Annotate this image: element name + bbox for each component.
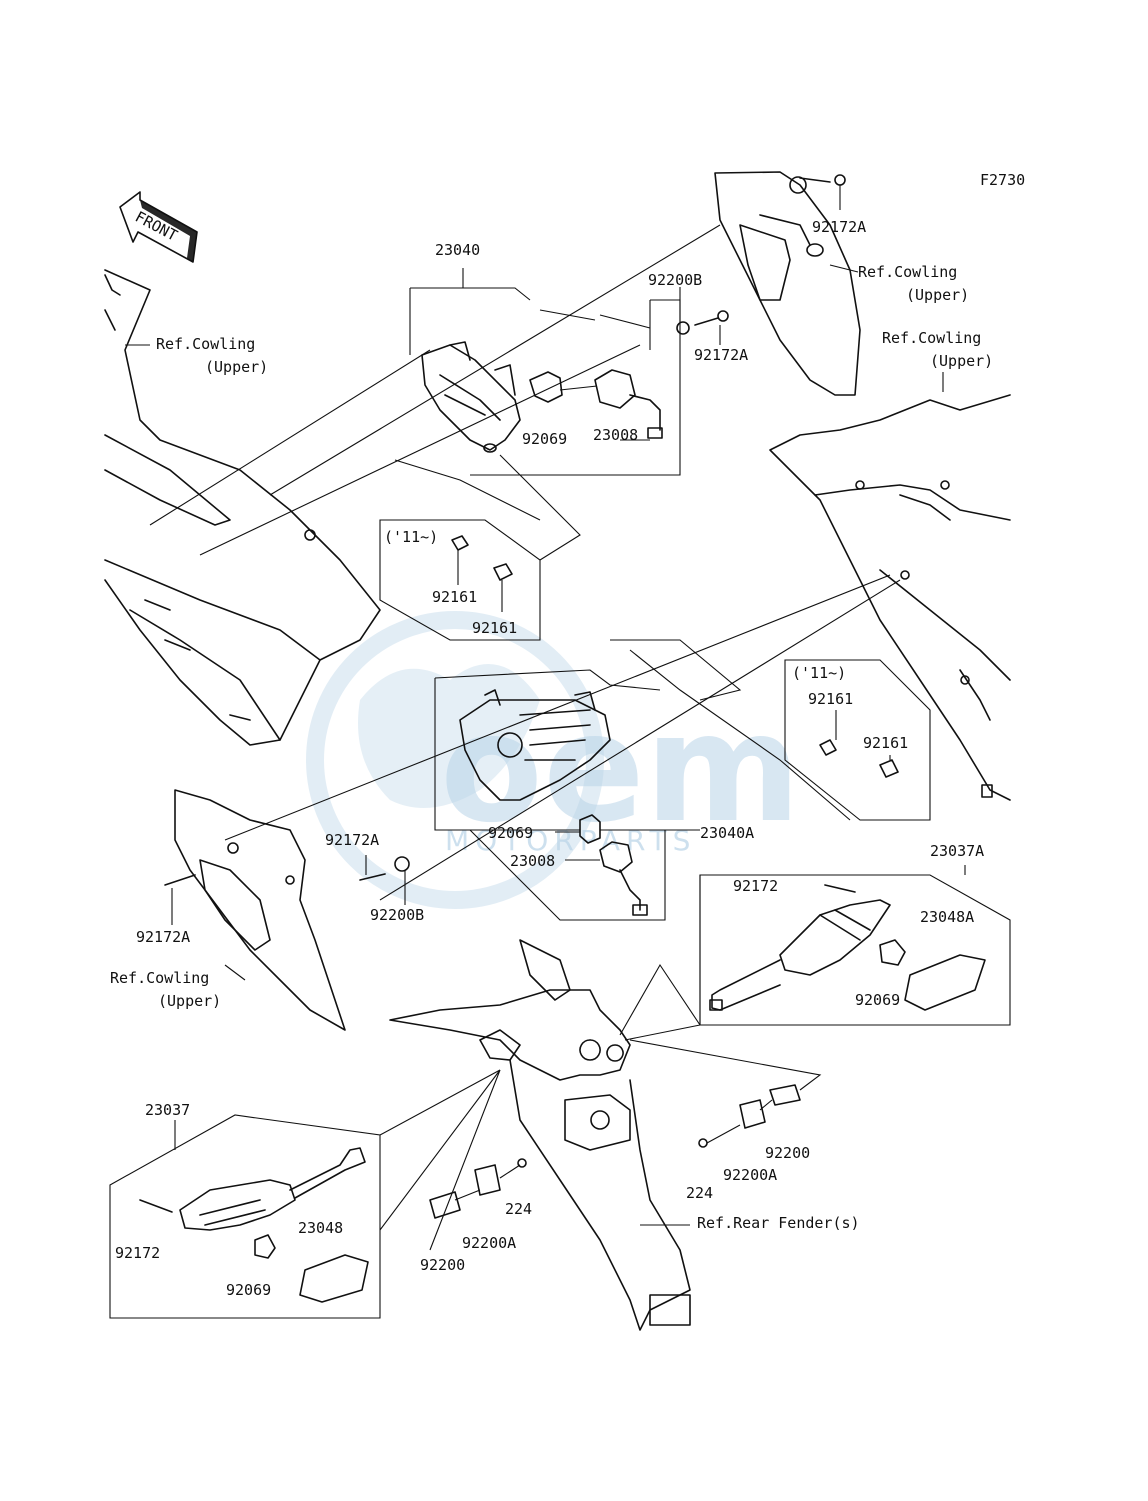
label-92069-right: 92069 (855, 991, 900, 1009)
bottom-left-cowling (174, 789, 346, 1031)
label-23037A: 23037A (930, 842, 984, 860)
bulb-92069-left (254, 1234, 276, 1259)
label-ref-cowling-right-2: (Upper) (930, 352, 993, 370)
left-cowling (104, 269, 381, 746)
label-92172A-top-right: 92172A (812, 218, 866, 236)
box-92161-left (379, 519, 541, 641)
bulb-92069-center (579, 814, 601, 844)
label-ref-cowling-top-2: (Upper) (906, 286, 969, 304)
watermark-globe-icon (306, 611, 604, 909)
plate-92200-left (429, 1191, 461, 1219)
label-92069-top: 92069 (522, 430, 567, 448)
turn-signal-23037 (179, 1147, 366, 1231)
screw-224-right (698, 1138, 708, 1148)
watermark-main: oem (440, 682, 801, 856)
label-92069-left: 92069 (226, 1281, 271, 1299)
label-92161-right-a: 92161 (808, 690, 853, 708)
box-92161-right (784, 659, 931, 821)
screw-92172A-left (164, 874, 196, 886)
label-23048A: 23048A (920, 908, 974, 926)
label-ref-cowling-top: Ref.Cowling (858, 263, 957, 281)
screw-92172A-top (694, 317, 719, 326)
label-23008-top: 23008 (593, 426, 638, 444)
label-92200-left: 92200 (420, 1256, 465, 1274)
label-92200B-center: 92200B (370, 906, 424, 924)
label-ref-cowling-left: Ref.Cowling (156, 335, 255, 353)
front-arrow-icon: FRONT (119, 191, 198, 263)
watermark-sub: MOTORPARTS (445, 824, 696, 857)
screw-92172-right (824, 884, 856, 893)
screw-92172A-upper (834, 174, 846, 186)
label-92172A-center: 92172A (325, 831, 379, 849)
label-note-11-right: ('11~) (792, 664, 846, 682)
bulb-92069-top (529, 371, 563, 403)
box-23037 (109, 1114, 381, 1319)
label-92172-right: 92172 (733, 877, 778, 895)
label-ref-cowling-bottom: Ref.Cowling (110, 969, 209, 987)
label-23037: 23037 (145, 1101, 190, 1119)
label-92069-center: 92069 (488, 824, 533, 842)
rear-fender (389, 939, 691, 1331)
label-92200-right: 92200 (765, 1144, 810, 1162)
top-right-cowling (714, 171, 861, 396)
lens-23048 (299, 1254, 369, 1303)
label-92172A-left: 92172A (136, 928, 190, 946)
socket-23008-center (599, 841, 648, 916)
label-92161-left-b: 92161 (472, 619, 517, 637)
label-92200A-right: 92200A (723, 1166, 777, 1184)
label-23040A: 23040A (700, 824, 754, 842)
label-224-left: 224 (505, 1200, 532, 1218)
bulb-92069-right (879, 939, 906, 966)
label-23040: 23040 (435, 241, 480, 259)
label-92161-right-b: 92161 (863, 734, 908, 752)
tail-light-23040 (421, 341, 521, 453)
label-92172-left: 92172 (115, 1244, 160, 1262)
label-92172A-mid: 92172A (694, 346, 748, 364)
tail-light-23040A (459, 689, 611, 801)
label-ref-cowling-bottom-2: (Upper) (158, 992, 221, 1010)
label-23008-center: 23008 (510, 852, 555, 870)
label-23048: 23048 (298, 1219, 343, 1237)
label-92200B-top: 92200B (648, 271, 702, 289)
washer-92200B-top (676, 321, 690, 335)
screw-92172A-center (359, 873, 386, 881)
label-ref-cowling-left-2: (Upper) (205, 358, 268, 376)
label-ref-cowling-right: Ref.Cowling (882, 329, 981, 347)
label-92200A-left: 92200A (462, 1234, 516, 1252)
label-ref-rear-fender: Ref.Rear Fender(s) (697, 1214, 860, 1232)
label-note-11-left: ('11~) (384, 528, 438, 546)
bracket-92200A-left (474, 1164, 501, 1196)
washer-92200B-center (394, 856, 410, 872)
bracket-92200A-right (739, 1099, 766, 1129)
lens-23048A (904, 954, 986, 1011)
bracket-23040 (410, 287, 531, 301)
socket-23008-top (594, 369, 663, 439)
turn-signal-23037A (709, 899, 891, 1011)
label-224-right: 224 (686, 1184, 713, 1202)
figure-code: F2730 (980, 171, 1025, 189)
plate-92200-right (769, 1084, 801, 1106)
screw-224-left (517, 1158, 527, 1168)
callout-labels: 23040 92200B 92172A 92172A 92069 23008 R… (110, 218, 993, 1299)
screw-92172-left (139, 1199, 173, 1213)
label-92161-left-a: 92161 (432, 588, 477, 606)
right-cowling (769, 394, 1011, 801)
